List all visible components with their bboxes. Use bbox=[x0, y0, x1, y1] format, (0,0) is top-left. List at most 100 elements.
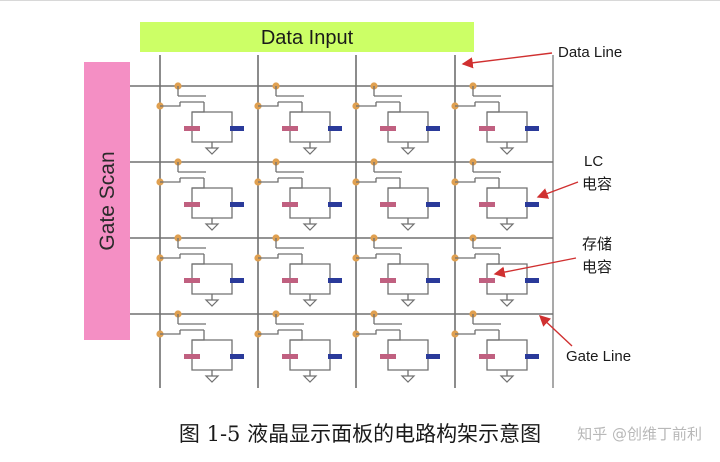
storage-capacitor-plate bbox=[328, 354, 342, 359]
pixel-cell bbox=[451, 234, 539, 307]
drain-wire bbox=[191, 102, 205, 128]
storage-capacitor-plate bbox=[426, 278, 440, 283]
return-wire bbox=[191, 131, 233, 143]
storage-capacitor-plate bbox=[328, 278, 342, 283]
return-wire bbox=[191, 207, 233, 219]
drain-wire bbox=[387, 102, 401, 128]
drain-wire bbox=[486, 330, 500, 356]
lc-capacitor-plate bbox=[380, 126, 396, 131]
lc-capacitor-plate bbox=[184, 354, 200, 359]
lc-capacitor-plate bbox=[479, 278, 495, 283]
ground-icon bbox=[499, 299, 515, 307]
source-wire bbox=[160, 330, 181, 335]
source-wire bbox=[455, 178, 476, 183]
storage-capacitor-plate bbox=[230, 126, 244, 131]
source-wire bbox=[356, 178, 377, 183]
data-line-arrow bbox=[461, 52, 553, 69]
storage-capacitor-plate bbox=[426, 202, 440, 207]
gate-scan-bar bbox=[84, 62, 130, 340]
pixel-cell bbox=[352, 158, 440, 231]
pixel-cell bbox=[254, 234, 342, 307]
storage-capacitor-arrow bbox=[493, 257, 577, 278]
source-wire bbox=[258, 178, 279, 183]
node-bus bbox=[487, 187, 528, 204]
node-bus bbox=[290, 339, 331, 356]
ground-icon bbox=[204, 299, 220, 307]
drain-wire bbox=[289, 254, 303, 280]
ground-icon bbox=[302, 147, 318, 155]
lcd-circuit-diagram: Data Input Gate Scan Data Line LC 电容 存储 … bbox=[84, 22, 631, 388]
drain-wire bbox=[289, 330, 303, 356]
node-bus bbox=[192, 187, 233, 204]
source-wire bbox=[455, 102, 476, 107]
pixel-cell bbox=[254, 82, 342, 155]
pixel-cell bbox=[254, 310, 342, 383]
ground-icon bbox=[204, 375, 220, 383]
drain-wire bbox=[191, 254, 205, 280]
source-wire bbox=[160, 254, 181, 259]
node-bus bbox=[487, 263, 528, 280]
lc-capacitor-plate bbox=[380, 202, 396, 207]
ground-icon bbox=[302, 223, 318, 231]
node-bus bbox=[290, 187, 331, 204]
source-wire bbox=[258, 102, 279, 107]
source-wire bbox=[258, 254, 279, 259]
return-wire bbox=[387, 207, 429, 219]
ground-icon bbox=[499, 147, 515, 155]
storage-capacitor-plate bbox=[426, 354, 440, 359]
storage-capacitor-plate bbox=[525, 278, 539, 283]
node-bus bbox=[388, 339, 429, 356]
storage-capacitor-plate bbox=[426, 126, 440, 131]
lc-capacitor-plate bbox=[479, 202, 495, 207]
pixel-cell bbox=[254, 158, 342, 231]
lc-capacitor-plate bbox=[184, 202, 200, 207]
storage-capacitor-label-1: 存储 bbox=[582, 235, 612, 253]
storage-capacitor-label-2: 电容 bbox=[582, 258, 612, 276]
lc-capacitor-plate bbox=[282, 278, 298, 283]
lc-capacitor-plate bbox=[479, 126, 495, 131]
node-bus bbox=[487, 111, 528, 128]
return-wire bbox=[191, 359, 233, 371]
lc-capacitor-plate bbox=[380, 278, 396, 283]
ground-icon bbox=[302, 375, 318, 383]
data-line-label: Data Line bbox=[558, 44, 622, 61]
drain-wire bbox=[387, 254, 401, 280]
ground-icon bbox=[400, 299, 416, 307]
node-bus bbox=[388, 263, 429, 280]
drain-wire bbox=[486, 254, 500, 280]
pixel-cells bbox=[156, 82, 539, 383]
return-wire bbox=[387, 283, 429, 295]
node-bus bbox=[290, 263, 331, 280]
ground-icon bbox=[204, 223, 220, 231]
ground-icon bbox=[499, 375, 515, 383]
source-wire bbox=[455, 254, 476, 259]
pixel-cell bbox=[451, 82, 539, 155]
return-wire bbox=[289, 207, 331, 219]
grid-lines bbox=[130, 55, 554, 388]
lc-capacitor-plate bbox=[282, 354, 298, 359]
source-wire bbox=[356, 102, 377, 107]
pixel-cell bbox=[451, 158, 539, 231]
node-bus bbox=[487, 339, 528, 356]
ground-icon bbox=[400, 147, 416, 155]
return-wire bbox=[486, 359, 528, 371]
drain-wire bbox=[486, 102, 500, 128]
lc-capacitor-plate bbox=[184, 278, 200, 283]
return-wire bbox=[486, 131, 528, 143]
node-bus bbox=[192, 263, 233, 280]
pixel-cell bbox=[352, 310, 440, 383]
pixel-cell bbox=[156, 310, 244, 383]
node-bus bbox=[388, 187, 429, 204]
lc-capacitor-plate bbox=[282, 202, 298, 207]
storage-capacitor-plate bbox=[230, 202, 244, 207]
pixel-cell bbox=[352, 234, 440, 307]
node-bus bbox=[388, 111, 429, 128]
return-wire bbox=[387, 131, 429, 143]
pixel-cell bbox=[156, 234, 244, 307]
watermark: 知乎 @创维丁前利 bbox=[577, 425, 702, 443]
drain-wire bbox=[289, 102, 303, 128]
drain-wire bbox=[289, 178, 303, 204]
return-wire bbox=[289, 359, 331, 371]
gate-line-label: Gate Line bbox=[566, 348, 631, 365]
